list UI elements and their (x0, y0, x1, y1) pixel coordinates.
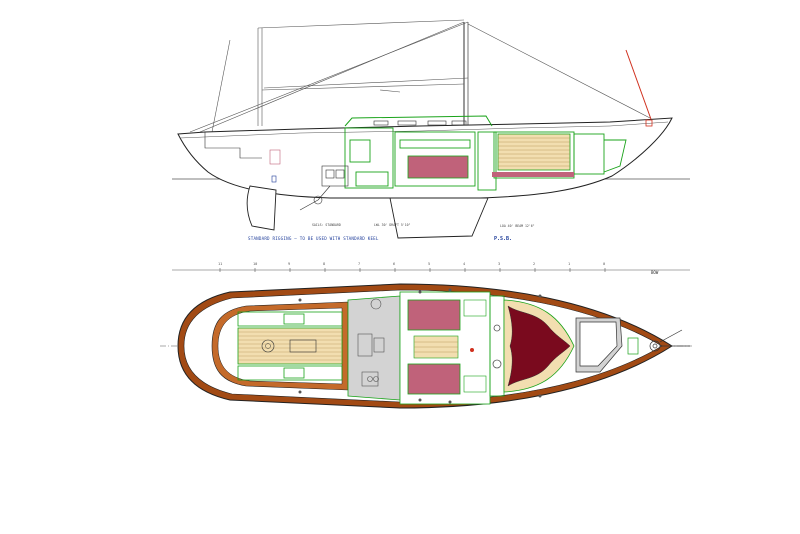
profile-interior (344, 127, 627, 191)
saloon (399, 291, 491, 405)
rudder (246, 185, 277, 231)
station-label: 2 (533, 262, 536, 266)
station-label: 7 (358, 262, 361, 266)
station-label: 10 (253, 262, 258, 266)
designer-logo: P.S.B. (494, 236, 513, 242)
forestay (625, 49, 653, 123)
saloon-berth-starboard (407, 363, 461, 395)
engine (299, 165, 349, 211)
station-label: 11 (218, 262, 223, 266)
cabin-house (344, 115, 493, 127)
rigging (189, 19, 651, 135)
v-berth-profile (497, 133, 571, 171)
station-label: 4 (463, 262, 466, 266)
cockpit-sole (237, 327, 343, 365)
rigging-note: STANDARD RIGGING — TO BE USED WITH STAND… (248, 236, 379, 241)
spec-note-3: LOA 40' BEAM 12'6" (500, 224, 535, 228)
profile-view (172, 19, 690, 239)
station-label: 6 (393, 262, 396, 266)
spec-note-2: LWL 30' DRAFT 5'10" (374, 223, 411, 227)
keel (389, 197, 489, 239)
saloon-berth-port (407, 299, 461, 331)
plan-view (160, 283, 692, 409)
station-ruler (172, 268, 690, 272)
station-label: 9 (288, 262, 291, 266)
station-label: 3 (498, 262, 501, 266)
spec-note-1: SAILS: STANDARD (312, 223, 341, 227)
v-berth-plan (503, 299, 575, 393)
station-label: 5 (428, 262, 431, 266)
station-label: 1 (568, 262, 571, 266)
forepeak (575, 317, 690, 373)
bow-label: BOW (651, 270, 659, 275)
station-label: 0 (603, 262, 606, 266)
settee-cushion-profile (407, 155, 469, 179)
station-label: 8 (323, 262, 326, 266)
